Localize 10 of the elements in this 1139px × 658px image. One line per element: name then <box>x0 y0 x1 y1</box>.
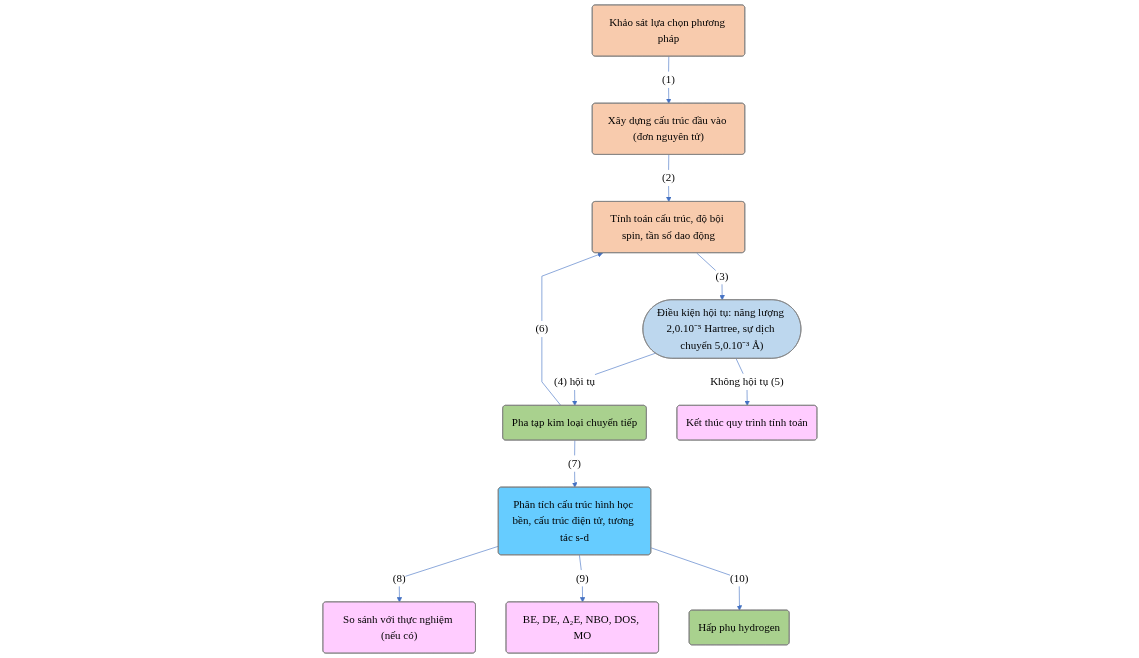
edge-label: (3) <box>715 269 728 282</box>
edge-label: (9) <box>575 571 589 585</box>
edge-label: (10) <box>729 571 748 585</box>
edge-label: (2) <box>661 171 675 184</box>
edge-label: (6) <box>535 322 548 335</box>
edge-label: (8) <box>392 571 406 585</box>
edge-label: (1) <box>661 73 675 86</box>
edge-label: (4) hội tụ <box>553 375 595 388</box>
edge-label: Không hội tụ (5) <box>709 375 784 388</box>
edge-label: (7) <box>567 457 581 470</box>
